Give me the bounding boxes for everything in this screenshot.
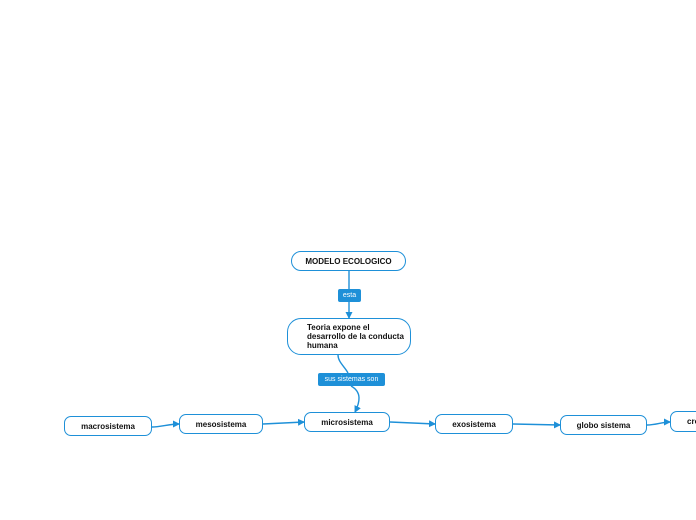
connector-exo-to-globo xyxy=(512,421,561,429)
connector-macro-to-meso xyxy=(151,420,180,428)
connector-label-esta[interactable]: esta xyxy=(338,289,361,302)
node-globo-sistema[interactable]: globo sistema xyxy=(560,415,647,435)
node-crono[interactable]: crono xyxy=(670,411,696,432)
connector-meso-to-micro xyxy=(262,418,305,426)
connector-label-sus-sistemas-son[interactable]: sus sistemas son xyxy=(318,373,385,386)
node-microsistema[interactable]: microsistema xyxy=(304,412,390,432)
node-teoria[interactable]: Teoria expone el desarrollo de la conduc… xyxy=(287,318,411,355)
node-modelo-ecologico[interactable]: MODELO ECOLOGICO xyxy=(291,251,406,271)
node-mesosistema[interactable]: mesosistema xyxy=(179,414,263,434)
connector-micro-to-exo xyxy=(389,420,436,428)
node-exosistema[interactable]: exosistema xyxy=(435,414,513,434)
node-crono-label: crono xyxy=(687,417,696,426)
connector-globo-to-crono xyxy=(646,418,671,426)
connector-sus-sistemas-to-micro xyxy=(350,385,361,413)
node-macrosistema[interactable]: macrosistema xyxy=(64,416,152,436)
connector-theory-to-sus-sistemas xyxy=(337,354,349,374)
